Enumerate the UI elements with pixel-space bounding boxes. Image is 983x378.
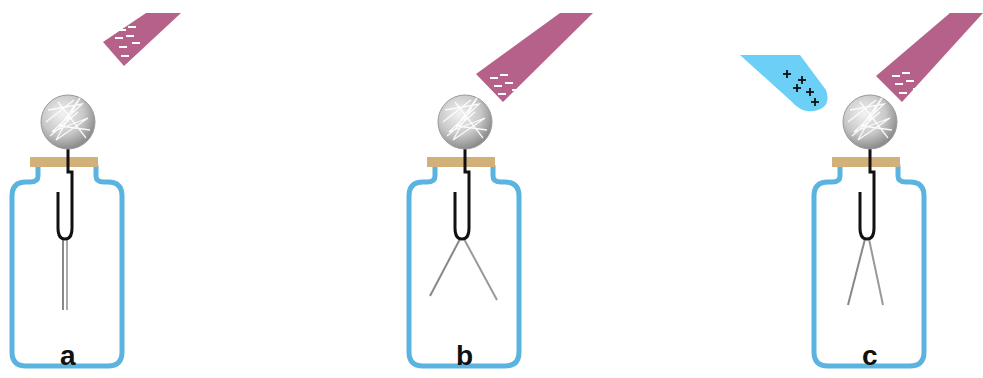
charged-rod	[476, 13, 593, 102]
panel-letter: b	[456, 342, 473, 370]
electroscope	[12, 95, 122, 366]
panel-letter: a	[60, 342, 76, 370]
charged-rod	[876, 13, 983, 102]
positive-rod	[740, 55, 828, 111]
electroscope	[409, 95, 519, 366]
electroscope	[814, 95, 924, 366]
panel-letter: c	[862, 342, 878, 370]
charged-rod	[103, 13, 181, 66]
